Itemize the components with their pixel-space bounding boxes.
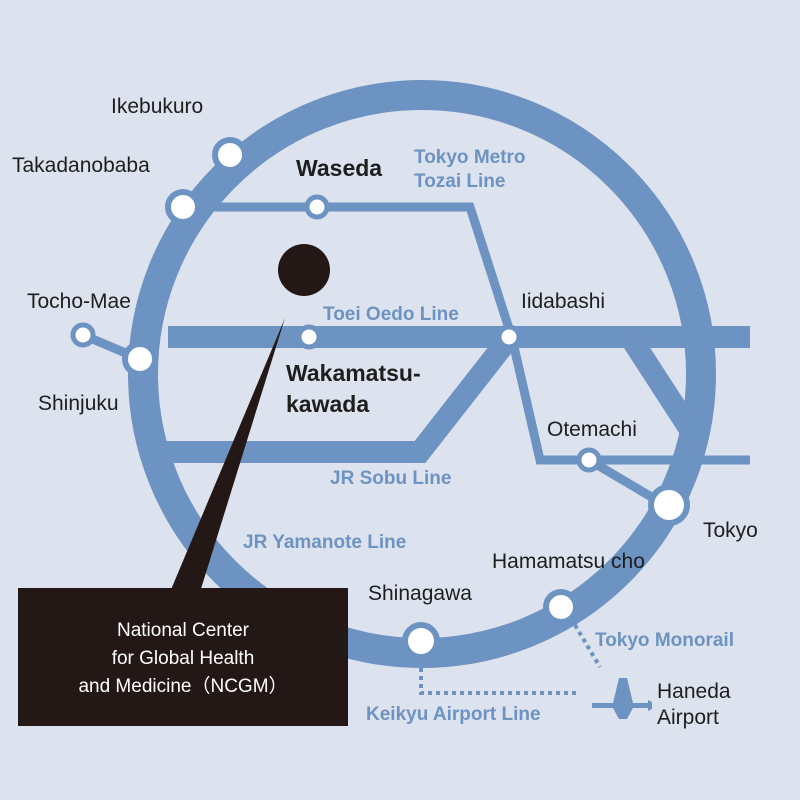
label-yamanote-line: JR Yamanote Line [243,532,407,553]
station-otemachi-marker [576,447,602,473]
station-shinjuku-marker [122,341,158,377]
station-wakamatsu-kawada-marker [296,324,322,350]
sobu-line [160,330,519,463]
callout-line-1: National Center [116,620,250,641]
station-tokyo-marker [648,484,690,526]
black-dot-icon [278,244,330,296]
label-haneda-airport-2: Airport [657,706,719,729]
keikyu-line [419,668,578,695]
station-ikebukuro-marker [212,137,248,173]
label-tozai-line-1: Tokyo Metro [414,147,526,168]
station-waseda-marker [304,194,330,220]
label-tocho-mae: Tocho-Mae [27,290,131,313]
label-tokyo: Tokyo [703,519,758,542]
label-shinagawa: Shinagawa [368,582,472,605]
callout-pointer [170,318,285,592]
label-iidabashi: Iidabashi [521,290,606,313]
airplane-icon [592,678,652,719]
label-wakamatsu-kawada-1: Wakamatsu- [286,360,421,386]
label-hamamatsu-cho: Hamamatsu cho [492,550,645,573]
station-shinagawa-marker [402,622,440,660]
label-wakamatsu-kawada-2: kawada [286,391,370,417]
label-tozai-line-2: Tozai Line [414,171,506,192]
station-iidabashi-marker [496,324,522,350]
label-haneda-airport-1: Haneda [657,680,731,703]
marunouchi-line [620,331,710,451]
label-oedo-line: Toei Oedo Line [323,304,459,325]
label-keikyu-airport-line: Keikyu Airport Line [366,704,541,725]
callout-line-3: and Medicine（NCGM） [78,676,288,697]
label-ikebukuro: Ikebukuro [111,95,204,118]
ncgm-callout: National Center for Global Health and Me… [18,588,348,726]
label-tokyo-monorail: Tokyo Monorail [595,630,734,651]
label-shinjuku: Shinjuku [38,392,119,415]
label-sobu-line: JR Sobu Line [330,468,452,489]
station-tocho-mae-marker [70,322,96,348]
label-takadanobaba: Takadanobaba [12,154,150,177]
label-waseda: Waseda [296,155,383,181]
label-otemachi: Otemachi [547,418,637,441]
callout-line-2: for Global Health [111,648,255,669]
label-haneda-airport: Haneda Airport [657,679,731,731]
station-hamamatsu-cho-marker [543,589,579,625]
monorail-line [573,623,602,669]
station-takadanobaba-marker [165,189,201,225]
